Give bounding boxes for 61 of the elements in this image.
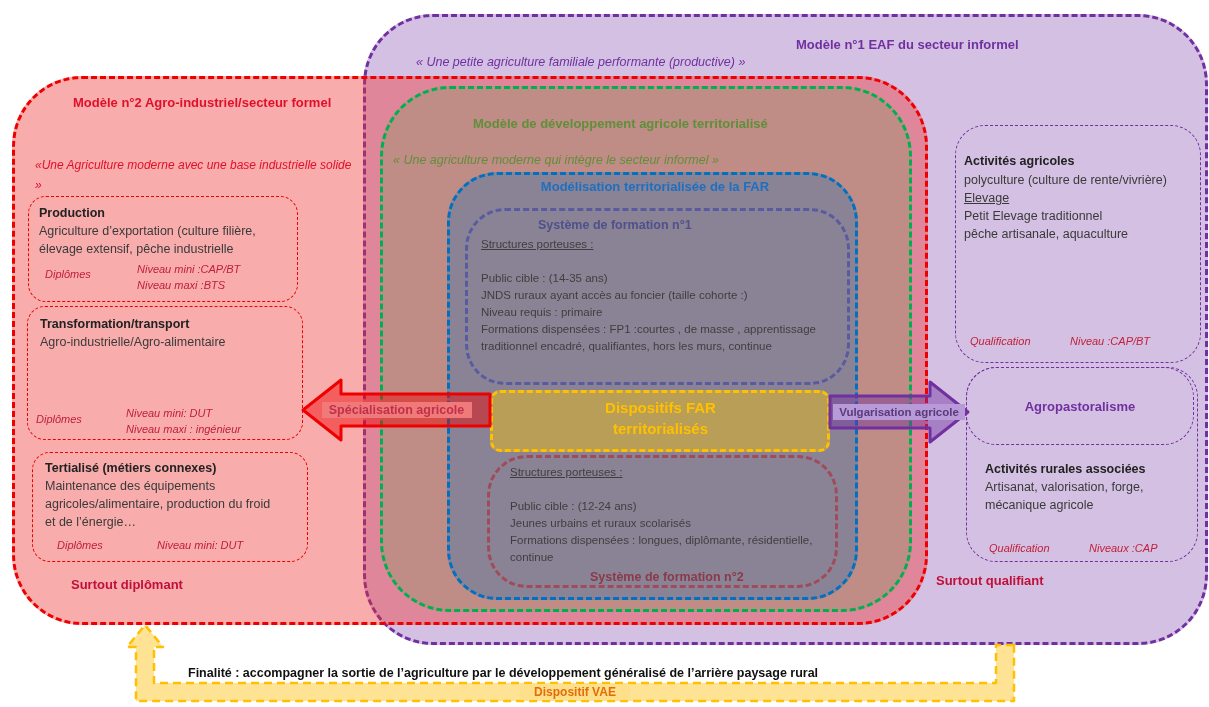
qualification-label: Qualification xyxy=(970,334,1032,349)
training-system-box xyxy=(487,455,838,588)
level-text: Niveau :CAP/BT xyxy=(1070,334,1152,349)
activity-text: Elevage xyxy=(964,190,1011,207)
info-text: Public cible : (14-35 ans) xyxy=(481,271,609,286)
activity-title: Production xyxy=(39,205,106,222)
region-title: Modèle n°1 EAF du secteur informel xyxy=(796,36,1020,54)
region-title: Modélisation territorialisée de la FAR xyxy=(539,178,771,196)
info-text: Niveau requis : primaire xyxy=(481,305,604,320)
edge-label: Vulgarisation agricole xyxy=(833,404,965,420)
level-text: Niveau maxi : ingénieur xyxy=(126,422,242,437)
device-title: Dispositifs FAR territorialisés xyxy=(604,398,717,439)
note-text: Finalité : accompagner la sortie de l’agriculture par le développement généralisé de l’arrière paysage rural xyxy=(188,665,819,682)
quote-text: « Une agriculture moderne qui intègre le secteur informel » xyxy=(393,152,720,169)
level-text: Niveau mini: DUT xyxy=(126,406,214,421)
info-text: Structures porteuses : xyxy=(510,465,624,480)
qualification-label: Qualification xyxy=(989,541,1051,556)
quote-text: « Une petite agriculture familiale performante (productive) » xyxy=(416,54,747,71)
activity-title: Agropastoralisme xyxy=(1023,398,1137,416)
region-title: Modèle de développement agricole territorialisé xyxy=(473,115,769,133)
info-text: Formations dispensées : FP1 :courtes , de masse , apprentissage traditionnel encadré, qualifiantes, hors les murs, continue xyxy=(481,322,817,354)
diploma-label: Diplômes xyxy=(57,538,104,553)
activity-box xyxy=(955,125,1201,363)
activity-box xyxy=(966,367,1194,445)
block-arrow xyxy=(125,623,1016,703)
activity-box xyxy=(27,306,303,440)
activity-title: Tertialisé (métiers connexes) xyxy=(45,460,218,477)
edge-label: Spécialisation agricole xyxy=(321,402,472,418)
summary-text: Surtout qualifiant xyxy=(936,572,1045,590)
system-title: Système de formation n°2 xyxy=(590,569,745,586)
training-system-box xyxy=(465,208,850,385)
quote-text: «Une Agriculture moderne avec une base industrielle solide » xyxy=(35,157,353,194)
info-text: Formations dispensées : longues, diplômante, résidentielle, continue xyxy=(510,533,814,565)
info-text: Structures porteuses : xyxy=(481,237,595,252)
level-text: Niveau mini :CAP/BT xyxy=(137,262,242,277)
info-text: JNDS ruraux ayant accès au foncier (taille cohorte :) xyxy=(481,288,749,303)
activity-title: Activités agricoles xyxy=(964,153,1076,170)
device-box xyxy=(490,390,830,452)
edge-label: Dispositif VAE xyxy=(520,684,630,700)
region-title: Modèle n°2 Agro-industriel/secteur formel xyxy=(73,94,333,112)
level-text: Niveau mini: DUT xyxy=(157,538,245,553)
activity-text: Agro-industrielle/Agro-alimentaire xyxy=(40,334,227,351)
diploma-label: Diplômes xyxy=(45,267,92,282)
activity-title: Activités rurales associées xyxy=(985,461,1147,478)
activity-text: Agriculture d’exportation (culture filière, élevage extensif, pêche industrielle xyxy=(39,223,257,258)
level-text: Niveaux :CAP xyxy=(1089,541,1159,556)
activity-box xyxy=(32,452,308,562)
activity-title: Transformation/transport xyxy=(40,316,191,333)
activity-box xyxy=(966,367,1198,562)
activity-box xyxy=(28,196,298,302)
info-text: Jeunes urbains et ruraux scolarisés xyxy=(510,516,692,531)
system-title: Système de formation n°1 xyxy=(538,217,693,234)
activity-text: polyculture (culture de rente/vivrière) xyxy=(964,172,1168,189)
info-text: Public cible : (12-24 ans) xyxy=(510,499,638,514)
level-text: Niveau maxi :BTS xyxy=(137,278,227,293)
activity-text: Petit Elevage traditionnel xyxy=(964,208,1104,225)
activity-text: Artisanat, valorisation, forge, mécanique agricole xyxy=(985,479,1145,514)
activity-text: pêche artisanale, aquaculture xyxy=(964,226,1129,243)
activity-text: Maintenance des équipements agricoles/alimentaire, production du froid et de l’énergie… xyxy=(45,478,272,531)
diploma-label: Diplômes xyxy=(36,412,83,427)
summary-text: Surtout diplômant xyxy=(71,576,184,594)
